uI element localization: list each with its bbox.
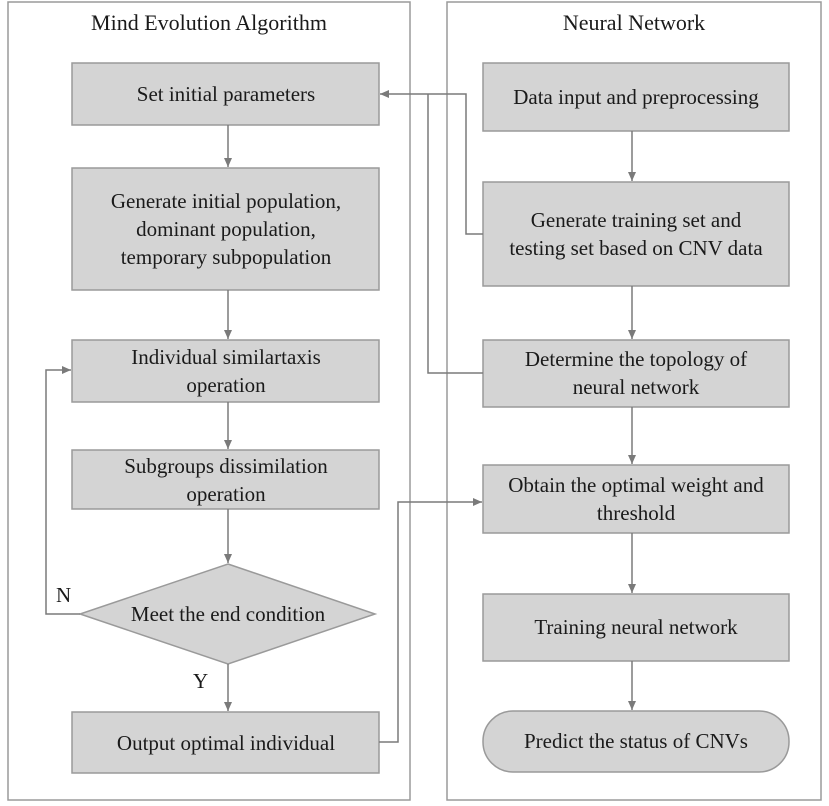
data-input-box: [482, 62, 790, 132]
node-text-line: operation: [186, 482, 266, 506]
generate-population-box: [71, 167, 380, 291]
node-text-line: Obtain the optimal weight and: [508, 473, 764, 497]
node-text-line: Determine the topology of: [525, 347, 747, 371]
right-panel-frame: [446, 1, 822, 801]
node-text-line: operation: [186, 373, 266, 397]
node-text-line: Predict the status of CNVs: [524, 729, 748, 753]
arrow-training-set-to-params: [380, 90, 483, 235]
predict-status-text: Predict the status of CNVs: [524, 729, 748, 753]
topology-text: Determine the topology of neural network: [525, 347, 747, 399]
node-text-line: temporary subpopulation: [121, 245, 332, 269]
end-condition-text: Meet the end condition: [131, 602, 326, 626]
predict-status-terminal: [482, 710, 790, 773]
yes-branch-label: Y: [193, 669, 208, 693]
node-text-line: Generate initial population,: [111, 189, 341, 213]
generate-population-text: Generate initial population, dominant pop…: [111, 189, 341, 269]
left-panel-frame: [7, 1, 411, 801]
similartaxis-box: [71, 339, 380, 403]
node-text-line: Meet the end condition: [131, 602, 326, 626]
topology-box: [482, 339, 790, 408]
arrow-output-to-weight: [379, 498, 482, 743]
training-set-box: [482, 181, 790, 287]
right-panel-title: Neural Network: [563, 10, 705, 35]
node-text-line: dominant population,: [136, 217, 316, 241]
output-optimal-text: Output optimal individual: [117, 731, 335, 755]
similartaxis-text: Individual similartaxis operation: [131, 345, 321, 397]
node-text-line: Set initial parameters: [137, 82, 315, 106]
node-text-line: Output optimal individual: [117, 731, 335, 755]
node-text-line: Subgroups dissimilation: [124, 454, 328, 478]
dissimilation-box: [71, 449, 380, 510]
left-panel-title: Mind Evolution Algorithm: [91, 10, 327, 35]
node-text-line: neural network: [573, 375, 700, 399]
node-text-line: threshold: [597, 501, 676, 525]
set-parameters-text: Set initial parameters: [137, 82, 315, 106]
node-text-line: Individual similartaxis: [131, 345, 321, 369]
node-text-line: Generate training set and: [531, 208, 742, 232]
training-set-text: Generate training set and testing set bas…: [509, 208, 763, 260]
node-text-line: Data input and preprocessing: [513, 85, 759, 109]
dissimilation-text: Subgroups dissimilation operation: [124, 454, 328, 506]
optimal-weight-text: Obtain the optimal weight and threshold: [508, 473, 764, 525]
arrow-condition-no-loop: [45, 366, 80, 615]
node-text-line: testing set based on CNV data: [509, 236, 763, 260]
output-optimal-box: [71, 711, 380, 774]
set-parameters-box: [71, 62, 380, 126]
connector-topology-to-params: [427, 94, 483, 374]
node-text-line: Training neural network: [534, 615, 738, 639]
training-network-text: Training neural network: [534, 615, 738, 639]
training-network-box: [482, 593, 790, 662]
no-branch-label: N: [56, 583, 71, 607]
data-input-text: Data input and preprocessing: [513, 85, 759, 109]
optimal-weight-box: [482, 464, 790, 534]
